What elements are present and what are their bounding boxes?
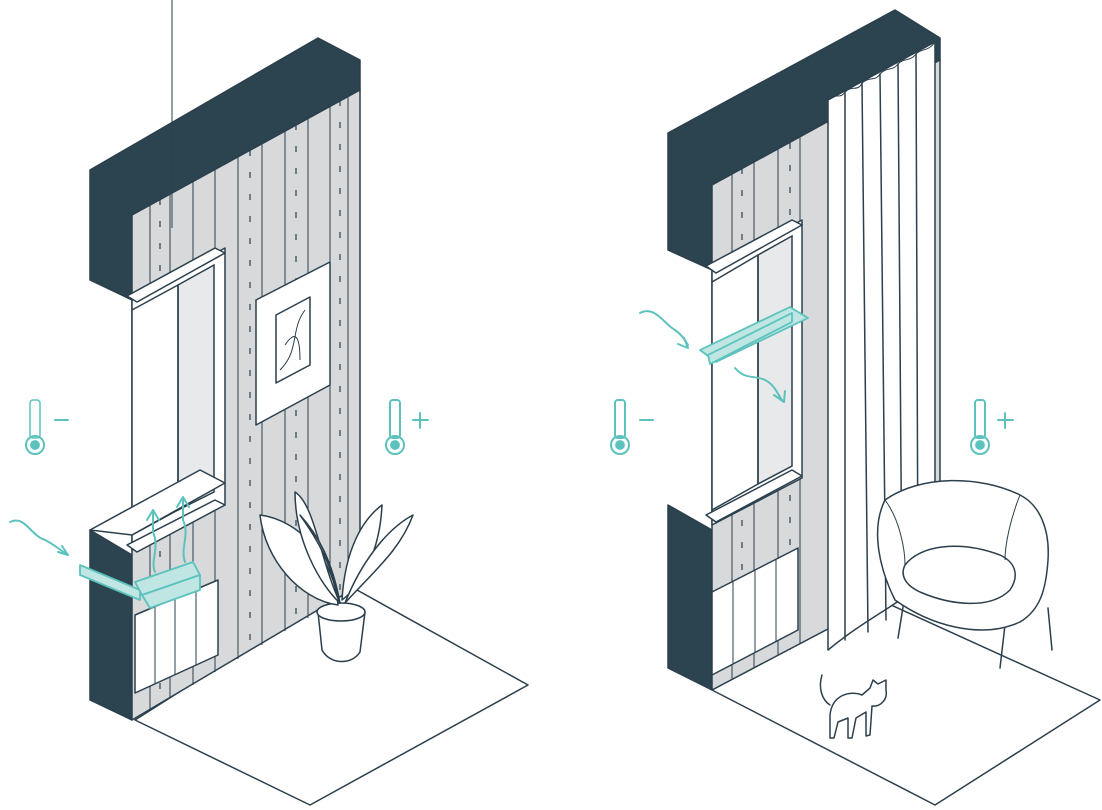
left-panel xyxy=(10,0,528,805)
right-panel xyxy=(611,10,1100,805)
thermometer-icon xyxy=(386,400,404,454)
left-wall-lower xyxy=(90,530,132,720)
thermometer-icon xyxy=(611,400,629,454)
wavy-arrow-icon xyxy=(10,521,68,555)
right-wall-lower xyxy=(668,505,712,690)
thermometer-icon xyxy=(971,400,989,454)
thermometer-icon xyxy=(26,400,44,454)
wavy-arrow-icon xyxy=(640,311,688,348)
plus-icon xyxy=(998,413,1013,428)
right-window-glass xyxy=(758,236,792,484)
plus-icon xyxy=(413,413,428,428)
